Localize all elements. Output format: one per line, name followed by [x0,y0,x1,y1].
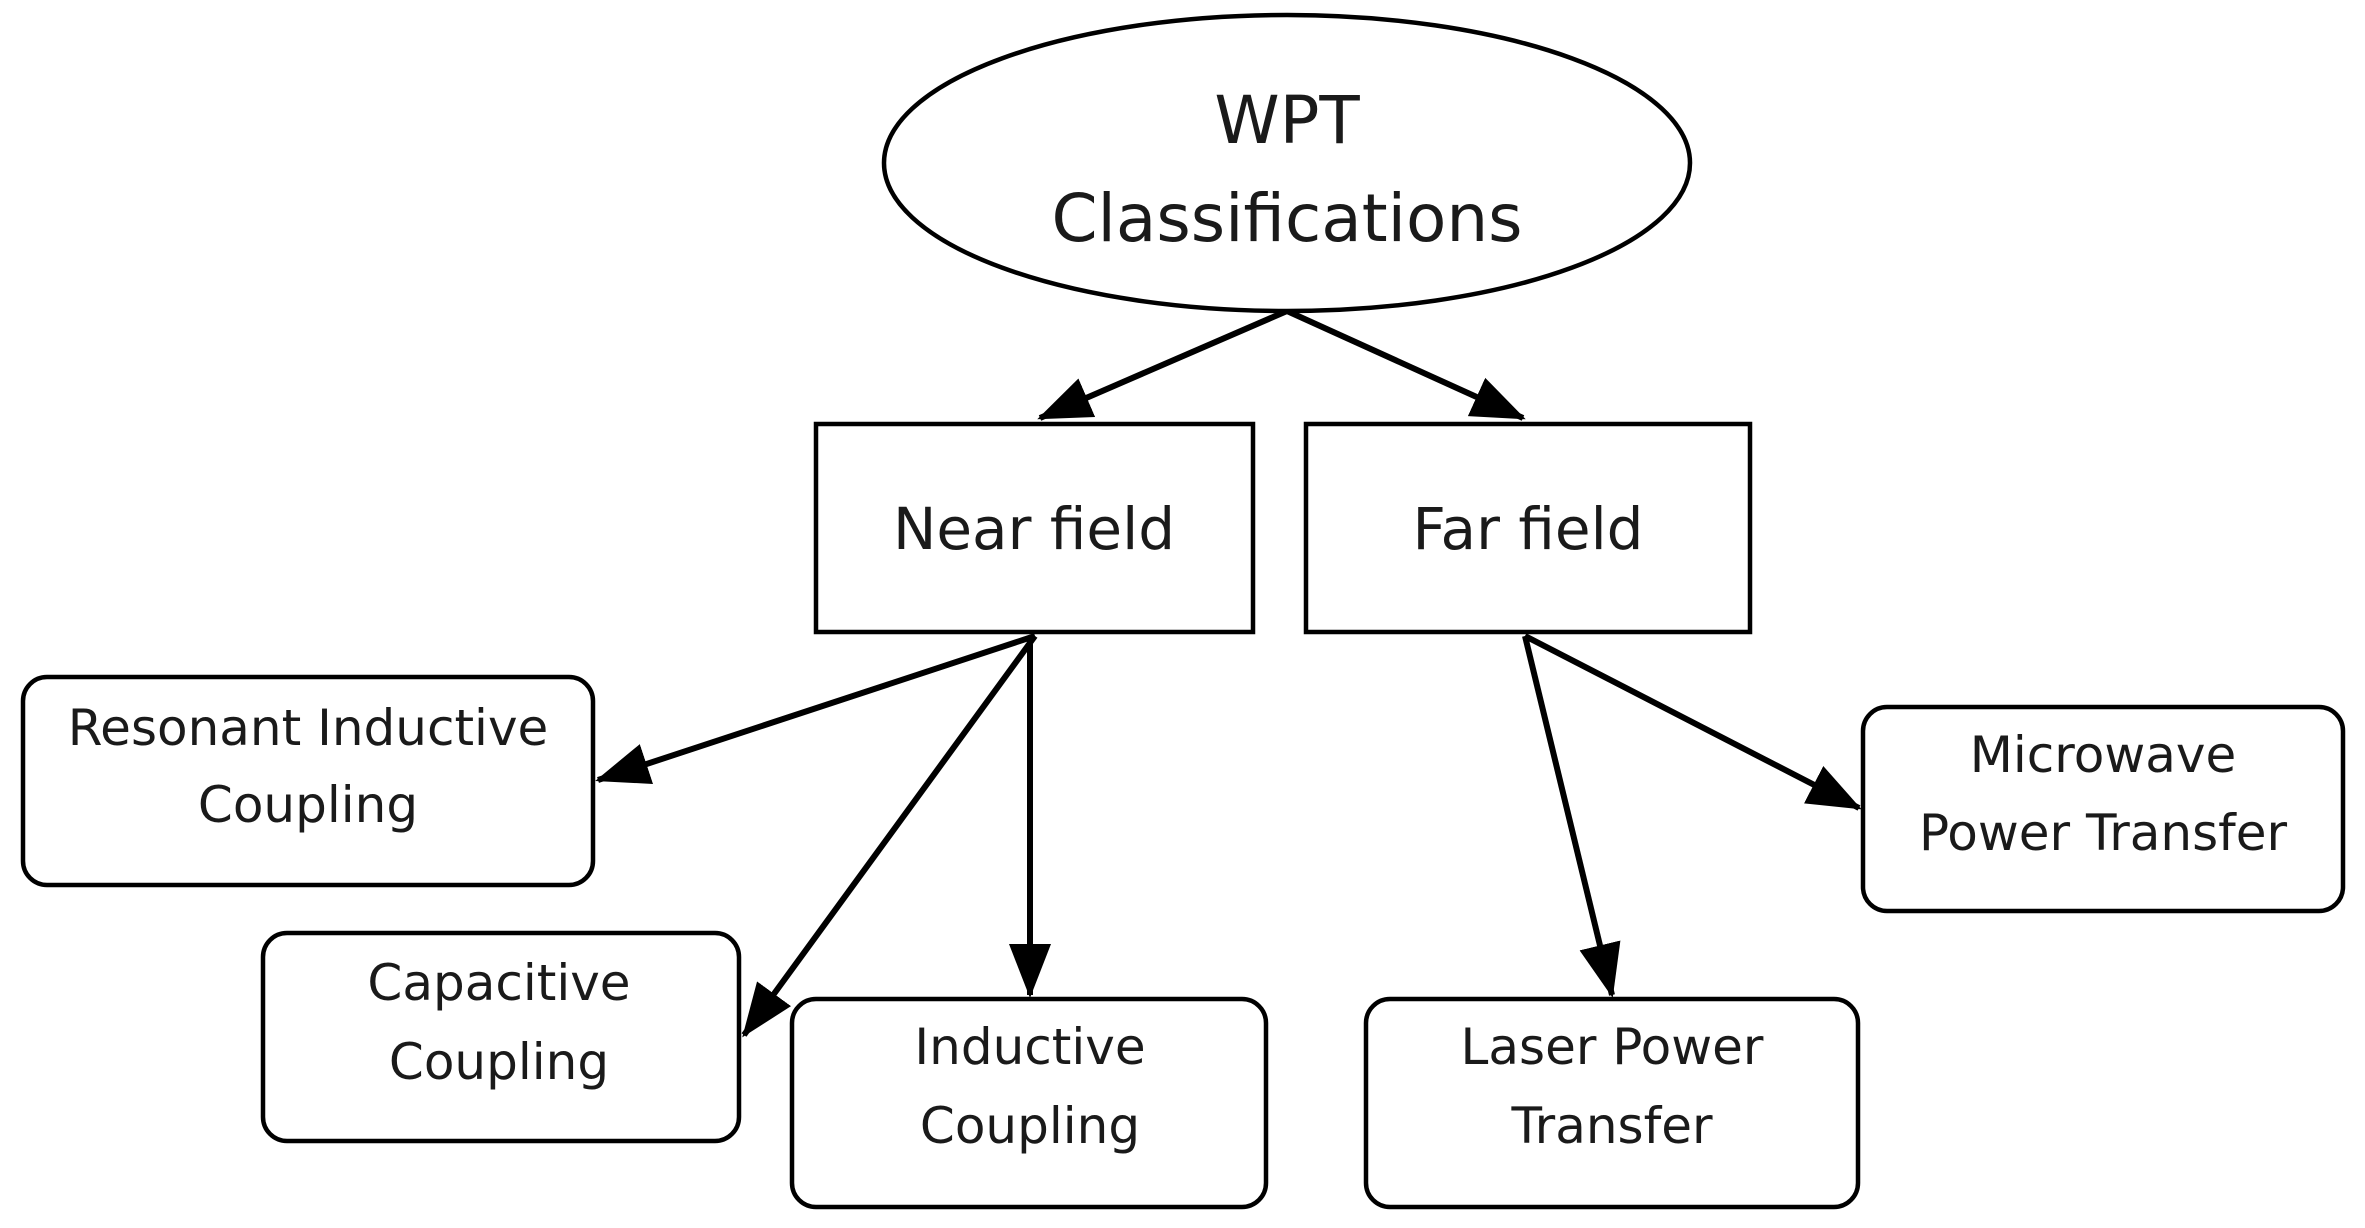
edge-root-to-near-field [1037,308,1289,421]
resonant-inductive-coupling-node: Resonant Inductive Coupling [20,674,596,888]
capacitive-coupling-line-2: Coupling [389,1033,609,1091]
capacitive-coupling-node: Capacitive Coupling [260,930,742,1144]
inductive-coupling-node: Inductive Coupling [789,996,1269,1210]
microwave-power-transfer-box [1860,704,2346,914]
near-field-box [813,421,1256,635]
resonant-inductive-coupling-line-2: Coupling [198,776,418,834]
microwave-power-transfer-line-2: Power Transfer [1919,804,2288,862]
edge-root-to-far-field [1285,308,1526,421]
resonant-inductive-coupling-box [20,674,596,888]
far-field-label: Far field [1412,495,1643,563]
edge-far-field-to-microwave [1523,633,1862,811]
edges [595,308,1862,1038]
root-node: WPT Classifications [881,12,1693,314]
capacitive-coupling-box [260,930,742,1144]
edge-near-field-to-capacitive [741,634,1038,1038]
capacitive-coupling-line-1: Capacitive [367,954,630,1012]
far-field-node: Far field [1303,421,1753,635]
inductive-coupling-line-2: Coupling [920,1097,1140,1155]
laser-power-transfer-line-1: Laser Power [1461,1018,1764,1076]
root-ellipse [881,12,1693,314]
resonant-inductive-coupling-line-1: Resonant Inductive [68,699,549,757]
near-field-label: Near field [893,495,1175,563]
laser-power-transfer-box [1363,996,1861,1210]
inductive-coupling-box [789,996,1269,1210]
root-title-line-2: Classifications [1051,180,1522,257]
laser-power-transfer-node: Laser Power Transfer [1363,996,1861,1210]
near-field-node: Near field [813,421,1256,635]
edge-near-field-to-resonant-inductive [595,633,1036,784]
inductive-coupling-line-1: Inductive [914,1018,1145,1076]
microwave-power-transfer-node: Microwave Power Transfer [1860,704,2346,914]
laser-power-transfer-line-2: Transfer [1510,1097,1712,1155]
far-field-box [1303,421,1753,635]
edge-far-field-to-laser [1522,635,1621,998]
root-title-line-1: WPT [1214,82,1360,159]
microwave-power-transfer-line-1: Microwave [1970,726,2236,784]
